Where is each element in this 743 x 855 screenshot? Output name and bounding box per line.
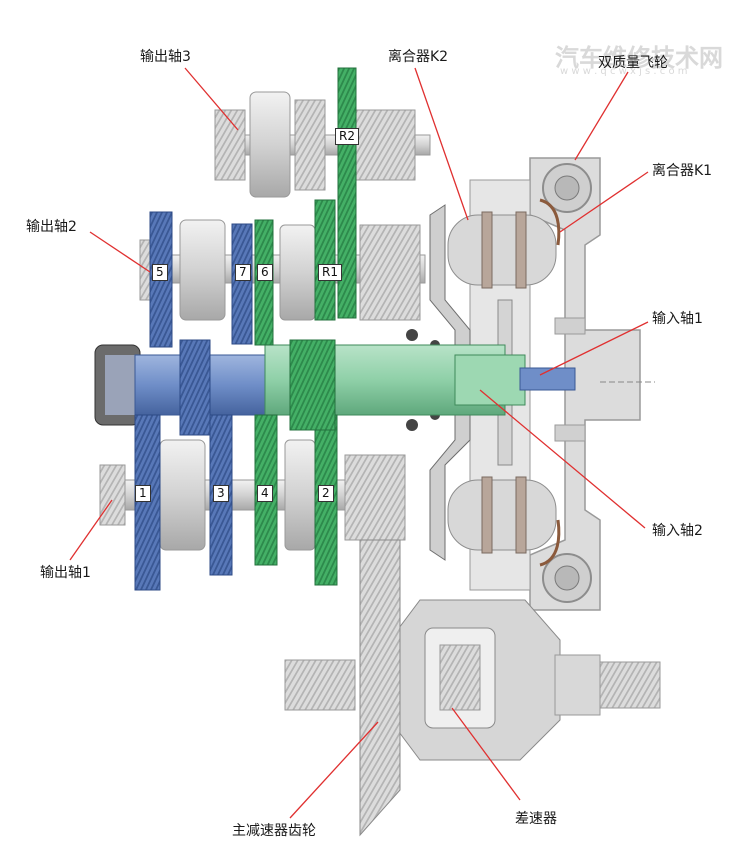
- label-clutch-k1: 离合器K1: [652, 163, 713, 179]
- gear-tag-3: 3: [213, 485, 229, 502]
- label-output-shaft-2: 输出轴2: [26, 219, 77, 235]
- final-drive-and-differential: [284, 539, 661, 837]
- leader-input-shaft-2: [479, 389, 646, 529]
- gear-tag-6: 6: [257, 264, 273, 281]
- label-output-shaft-3: 输出轴3: [140, 49, 191, 65]
- leader-clutch-k1: [559, 171, 649, 233]
- leader-differential: [451, 707, 521, 801]
- housing: [529, 157, 655, 611]
- leader-input-shaft-1: [539, 321, 649, 376]
- label-dual-mass-flywheel: 双质量飞轮: [598, 55, 668, 71]
- watermark-title: 汽车维修技术网: [555, 44, 723, 72]
- leader-final-drive-gear: [289, 721, 379, 819]
- leader-output-shaft-3: [184, 67, 239, 131]
- label-input-shaft-2: 输入轴2: [652, 523, 703, 539]
- leader-output-shaft-1: [69, 499, 113, 561]
- output-shaft-3-assembly: [214, 91, 431, 198]
- gear-tag-7: 7: [235, 264, 251, 281]
- label-input-shaft-1: 输入轴1: [652, 311, 703, 327]
- gear-tag-5: 5: [152, 264, 168, 281]
- watermark-url: w w w . q c w x j s . c o m: [560, 66, 688, 77]
- label-clutch-k2: 离合器K2: [388, 49, 449, 65]
- output-shaft-2-assembly: [139, 219, 426, 321]
- leader-clutch-k2: [414, 67, 469, 221]
- label-final-drive-gear: 主减速器齿轮: [232, 823, 316, 839]
- gear-tag-2: 2: [318, 485, 334, 502]
- leader-dual-mass-flywheel: [574, 71, 629, 161]
- gear-tag-1: 1: [135, 485, 151, 502]
- label-output-shaft-1: 输出轴1: [40, 565, 91, 581]
- gear-tag-r2: R2: [335, 128, 359, 145]
- label-differential: 差速器: [515, 811, 557, 827]
- leader-output-shaft-2: [89, 231, 151, 273]
- gear-tag-4: 4: [257, 485, 273, 502]
- leader-lines: [69, 67, 649, 819]
- gear-tag-r1: R1: [318, 264, 342, 281]
